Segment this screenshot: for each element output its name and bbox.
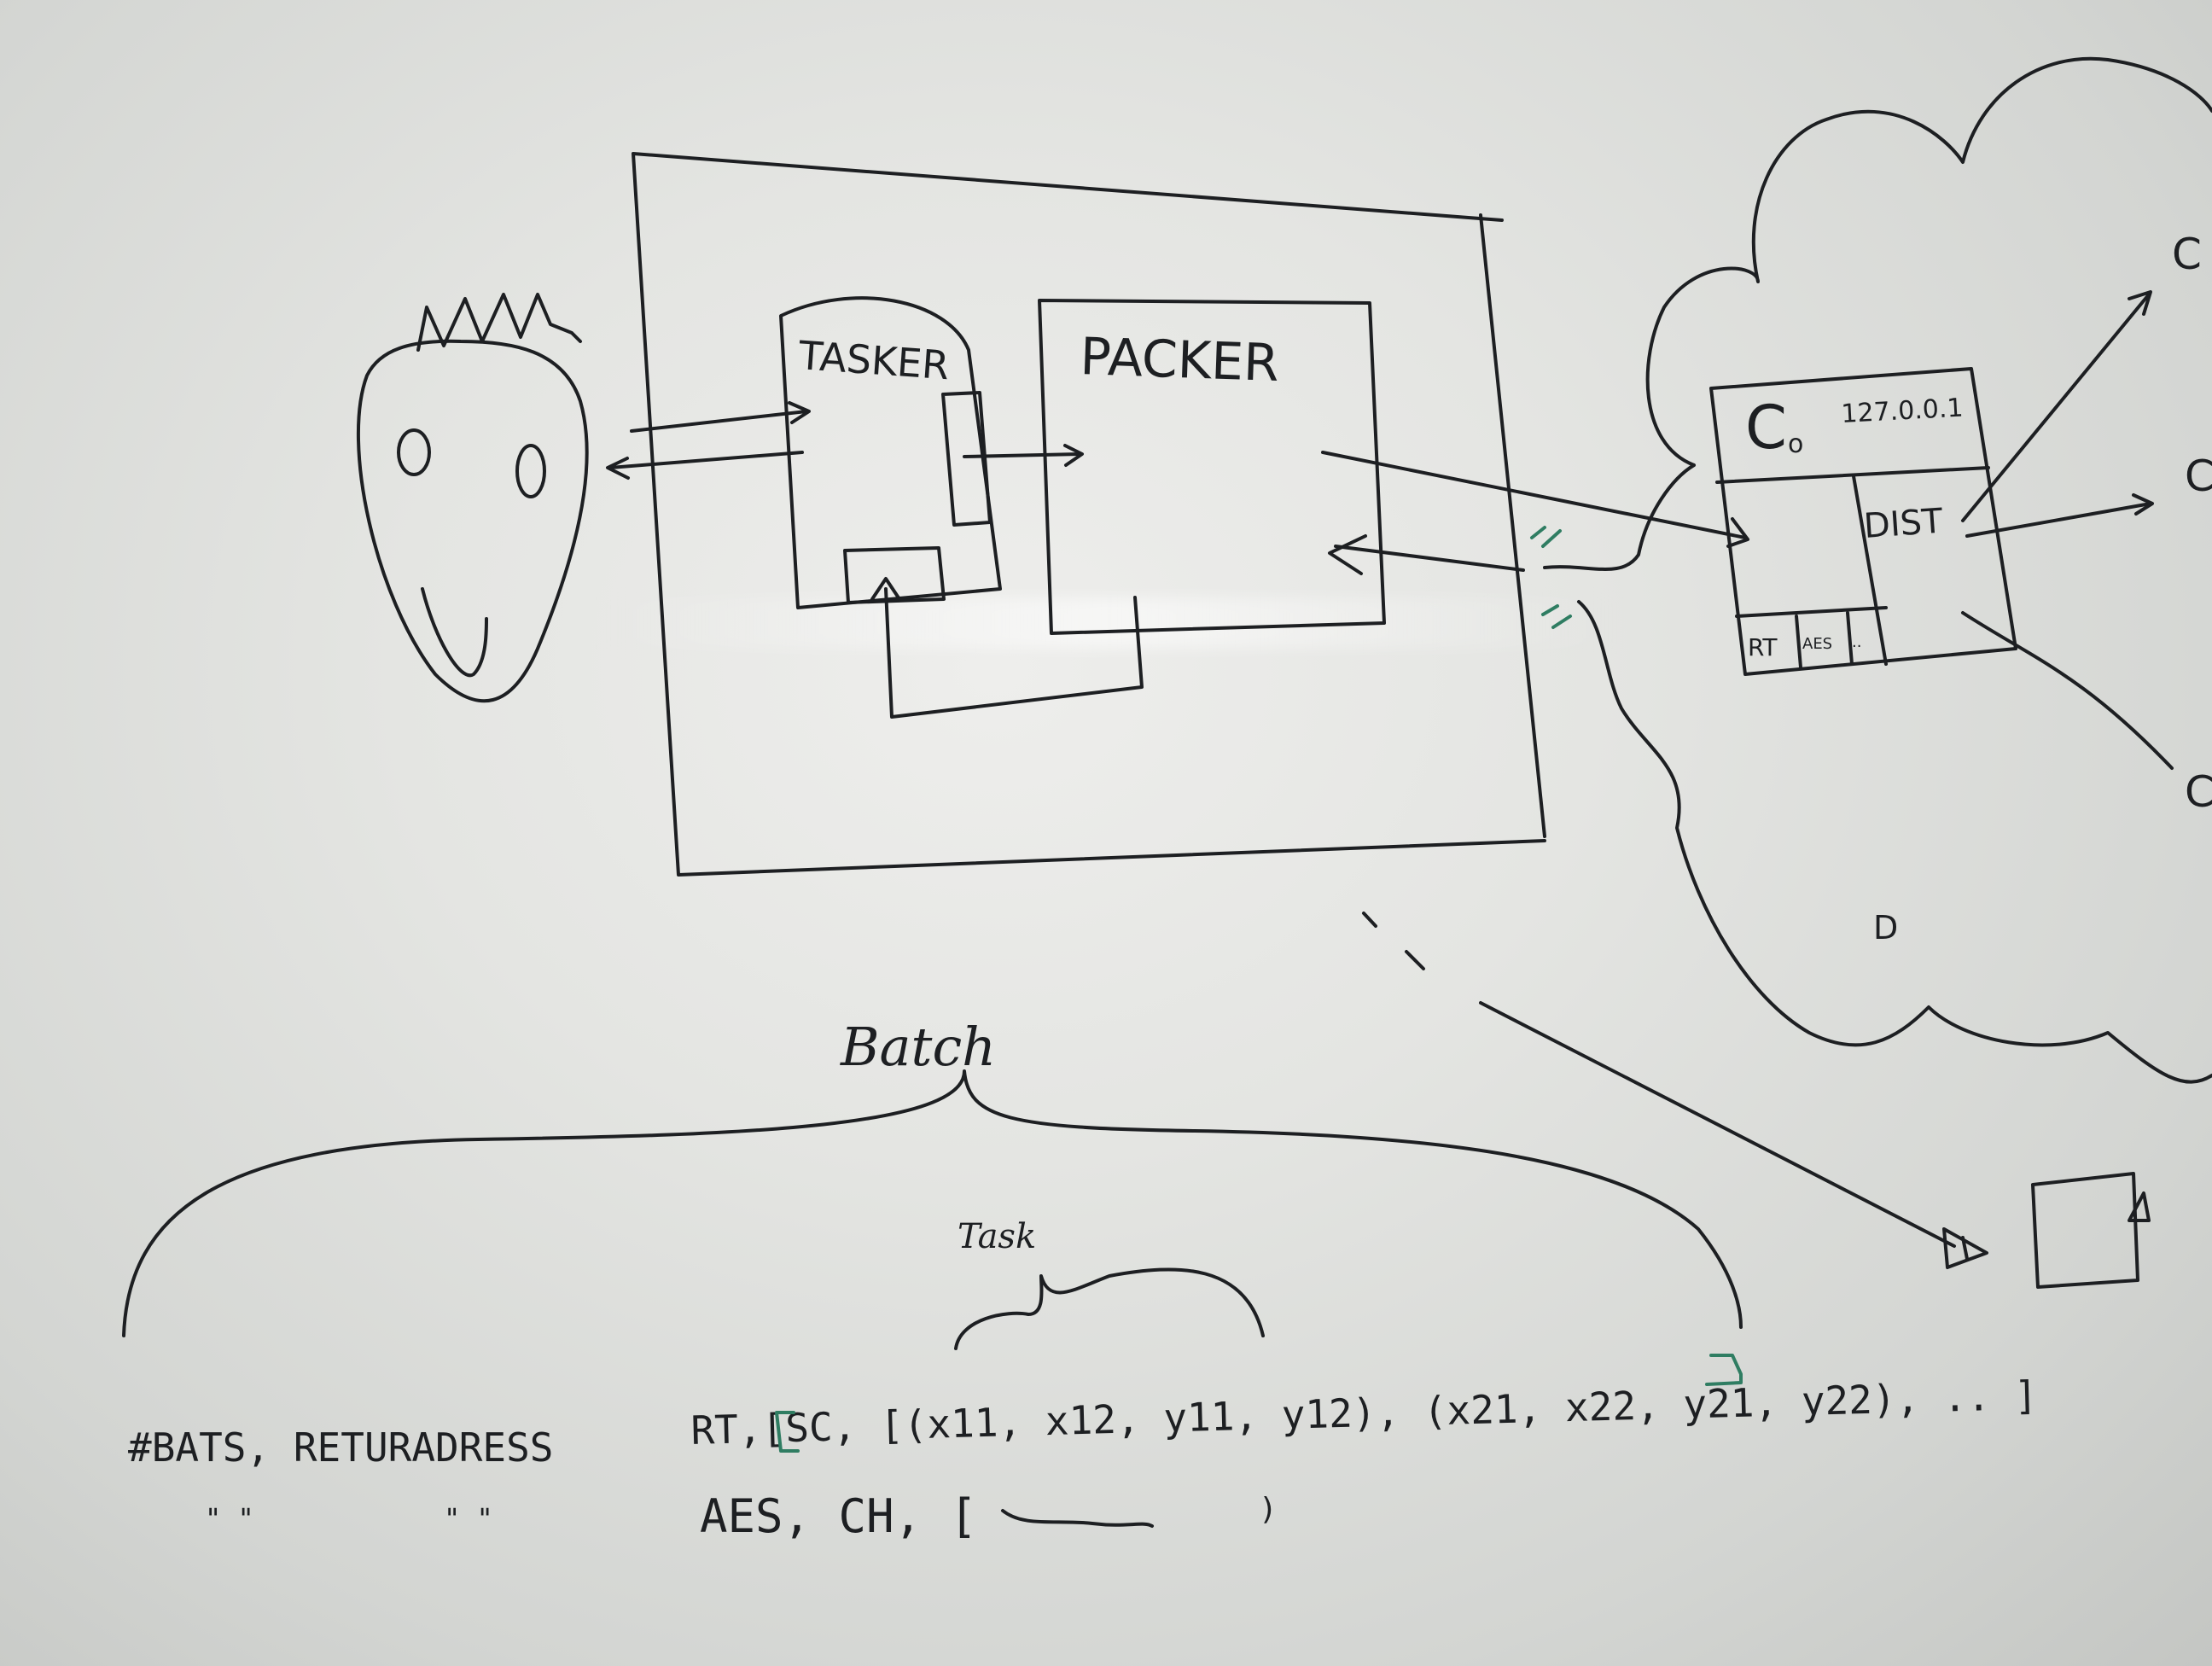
face-tasker-arrows (606, 401, 811, 480)
packer-to-controller-arrow (1321, 451, 1747, 539)
packer-label: PACKER (1079, 327, 1279, 393)
controller-to-packer-arrowhead (1328, 534, 1367, 575)
dashed-arrow-to-storage (1362, 912, 2151, 1289)
arrow-to-tasker (630, 410, 808, 433)
packer-to-controller-arrowhead (1726, 517, 1749, 548)
worker-c-middle: C (2185, 451, 2212, 501)
green-bracket-close (1705, 1354, 1743, 1386)
arrow-to-face (608, 451, 804, 469)
system-box (632, 152, 1546, 877)
aes-cell-label: AES (1802, 635, 1832, 653)
face-hair (416, 293, 582, 352)
rt-cell-label: RT (1748, 633, 1778, 661)
tasker-bottom-slot (843, 546, 946, 604)
tasker-to-packer-arrow (963, 452, 1081, 458)
packer-return-loop (884, 587, 1144, 719)
face-outline (357, 339, 589, 703)
tasker-inner-queue (941, 391, 992, 527)
tasker-component: TASKER (779, 296, 1084, 609)
controller-component: C o 127.0.0.1 DIST RT AES .. (1709, 367, 2017, 676)
batch-header-fields: #BATS, RETURADRESS (128, 1424, 554, 1471)
cloud-d-mark: D (1873, 909, 1898, 947)
controller-cell-divider-2 (1846, 611, 1854, 666)
worker-c-top: C (2172, 230, 2202, 279)
cloud-outline (1543, 56, 2212, 1084)
dist-arrow-down (1961, 611, 2174, 770)
worker-c-bottom: C (2185, 767, 2212, 817)
face-left-eye (397, 428, 431, 476)
ditto-marks-2: " " (444, 1502, 493, 1535)
controller-to-packer-arrow (1334, 545, 1525, 572)
second-payload-scribble (1001, 1509, 1154, 1528)
batch-annotation: Batch (122, 1016, 1743, 1337)
controller-box (1709, 367, 2017, 676)
storage-box-marker (2128, 1191, 2151, 1222)
packer-component: PACKER (870, 299, 1386, 719)
dist-arrow-right (1965, 502, 2152, 538)
arrow-to-tasker-head (788, 401, 811, 424)
controller-bottom-row-divider (1735, 606, 1888, 618)
batch-label: Batch (840, 1016, 996, 1078)
batch-brace (122, 1069, 1743, 1337)
dist-arrow-up (1961, 293, 2151, 522)
face-mouth (421, 587, 488, 678)
tasker-label: TASKER (796, 332, 951, 388)
controller-label: C (1745, 393, 1787, 463)
controller-vertical-divider (1852, 475, 1888, 666)
light-glare (597, 597, 1621, 649)
second-payload-close: ) (1259, 1492, 1278, 1527)
ditto-marks-1: " " (205, 1502, 254, 1535)
packer-box (1038, 299, 1386, 635)
dist-label: DIST (1862, 502, 1944, 546)
tasker-box (779, 296, 1002, 609)
controller-ip-address: 127.0.0.1 (1841, 393, 1965, 429)
task-label: Task (958, 1217, 1036, 1256)
dashed-arrowhead (1942, 1227, 1988, 1269)
second-payload-format: AES, CH, [ (700, 1489, 977, 1543)
task-brace (954, 1267, 1265, 1350)
distribution-arrows: C C C D (1873, 230, 2212, 947)
controller-subscript: o (1788, 429, 1803, 459)
arrow-to-face-head (606, 457, 630, 480)
green-tick-1 (1530, 526, 1562, 548)
dist-arrow-right-head (2132, 493, 2154, 516)
packer-return-arrowhead (870, 577, 901, 601)
face-sketch (357, 293, 589, 703)
green-bracket-open (775, 1411, 800, 1453)
dist-arrow-up-head (2128, 290, 2152, 316)
packer-controller-arrows (1321, 451, 1749, 629)
green-tick-2 (1541, 604, 1572, 629)
task-annotation: Task (954, 1217, 1265, 1350)
tasker-to-packer-arrowhead (1063, 444, 1084, 467)
face-right-eye (515, 444, 546, 498)
batch-payload-format: RT,[SC, [(x11, x12, y11, y12), (x21, x22… (690, 1372, 2038, 1453)
controller-cell-divider-1 (1795, 615, 1802, 669)
dashed-line (1362, 912, 1956, 1248)
message-format: #BATS, RETURADRESS RT,[SC, [(x11, x12, y… (128, 1354, 2038, 1543)
dots-cell-label: .. (1852, 633, 1861, 651)
storage-box (2031, 1172, 2139, 1289)
